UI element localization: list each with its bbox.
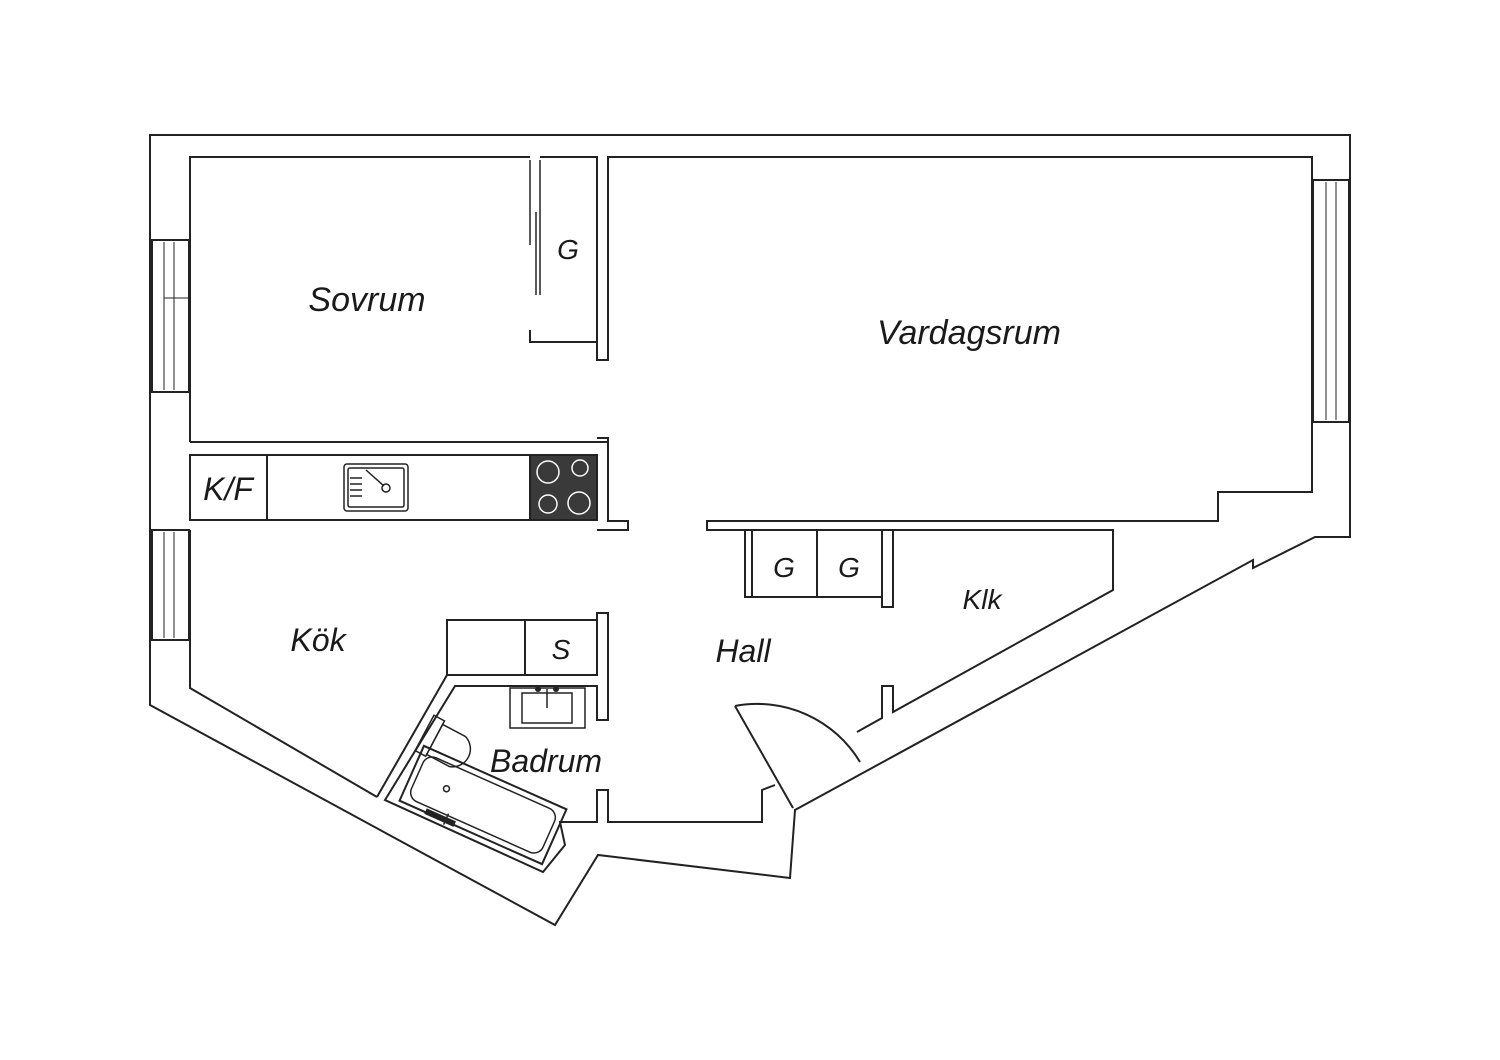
fixture-label-kyl-frys: K/F	[203, 471, 255, 507]
walk-in-closet-wall	[856, 529, 1114, 733]
entry-door-leaf	[734, 705, 794, 809]
fixture-label-garderob-hall-1: G	[773, 552, 795, 583]
sink-basin-icon	[347, 467, 405, 508]
room-label-hall: Hall	[715, 633, 771, 669]
fixture-label-stad: S	[552, 634, 571, 665]
outer-wall	[149, 134, 1351, 927]
sink-icon	[343, 463, 409, 512]
window-kitchen	[151, 529, 190, 641]
storage-cabinet	[446, 619, 598, 676]
room-label-badrum: Badrum	[490, 743, 602, 779]
fixture-label-garderob: G	[557, 234, 579, 265]
washbasin-icon	[509, 687, 586, 729]
stove-burner-icon	[538, 494, 558, 514]
kitchen-wall	[189, 530, 378, 798]
sink-drain-icon	[381, 483, 391, 493]
bathroom-wall	[376, 612, 776, 874]
window-bedroom	[151, 239, 190, 393]
stove-burner-icon	[536, 460, 560, 484]
room-label-kok: Kök	[290, 622, 347, 658]
bathtub-icon	[398, 744, 568, 866]
stove-burner-icon	[567, 491, 591, 515]
stove-burner-icon	[571, 459, 589, 477]
hall-closet	[744, 530, 883, 598]
tap-icon	[535, 686, 541, 692]
tap-icon	[553, 686, 559, 692]
window-living-room	[1312, 179, 1350, 423]
room-label-sovrum: Sovrum	[308, 281, 425, 319]
sink-faucet-icon	[365, 469, 385, 487]
closet-door-stub	[529, 330, 597, 343]
kitchen-partition	[597, 437, 629, 531]
fixture-label-garderob-hall-2: G	[838, 552, 860, 583]
room-label-vardagsrum: Vardagsrum	[877, 314, 1061, 352]
room-label-klk: Klk	[963, 584, 1004, 615]
entry-door-swing	[734, 702, 861, 763]
